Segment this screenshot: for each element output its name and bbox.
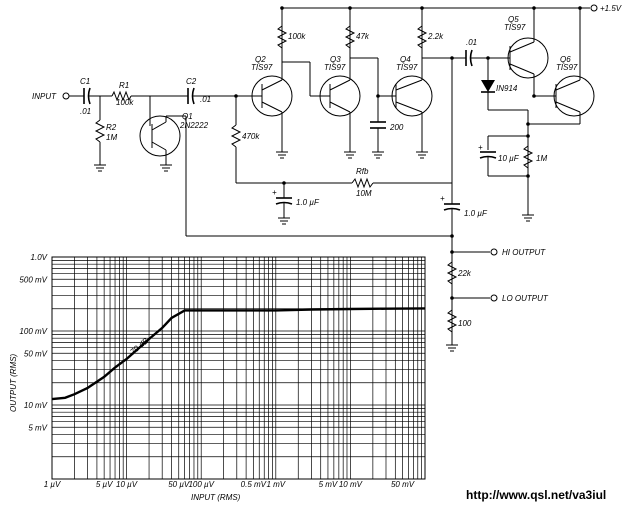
r100k-value: 100k bbox=[288, 32, 306, 41]
c200-value: 200 bbox=[389, 123, 404, 132]
r1m-resistor bbox=[522, 145, 534, 169]
x-tick-label: 5 µV bbox=[96, 480, 113, 489]
grid bbox=[51, 257, 425, 480]
r1-name: R1 bbox=[119, 81, 129, 90]
c2-name: C2 bbox=[186, 77, 197, 86]
svg-text:+: + bbox=[478, 143, 483, 152]
q6-transistor bbox=[553, 75, 595, 117]
r470k-value: 470k bbox=[242, 132, 260, 141]
q3-type: TIS97 bbox=[324, 63, 346, 72]
r1-value: 100k bbox=[116, 98, 134, 107]
input-label: INPUT bbox=[32, 92, 57, 101]
x-tick-label: 50 mV bbox=[391, 480, 415, 489]
q6-type: TIS97 bbox=[556, 63, 578, 72]
x-tick-label: 10 µV bbox=[116, 480, 138, 489]
q4-name: Q4 bbox=[400, 55, 411, 64]
q4-transistor bbox=[391, 75, 433, 117]
q5-name: Q5 bbox=[508, 15, 519, 24]
supply-label: +1.5V bbox=[600, 4, 622, 13]
c-1uf-b: 1.0 µF bbox=[464, 209, 488, 218]
q2-type: TIS97 bbox=[251, 63, 273, 72]
q6-name: Q6 bbox=[560, 55, 571, 64]
r2-resistor bbox=[94, 119, 106, 143]
c2-plate-curved bbox=[191, 87, 195, 105]
input-terminal bbox=[62, 92, 70, 100]
r22k-resistor bbox=[446, 261, 458, 285]
r22k-value: 22k bbox=[457, 269, 472, 278]
r1m-value: 1M bbox=[536, 154, 547, 163]
q2-name: Q2 bbox=[255, 55, 266, 64]
watermark-url: http://www.qsl.net/va3iul bbox=[466, 488, 607, 502]
r100k-resistor bbox=[276, 25, 288, 49]
y-axis-label: OUTPUT (RMS) bbox=[9, 353, 18, 412]
c1-name: C1 bbox=[80, 77, 90, 86]
y-tick-label: 100 mV bbox=[19, 327, 47, 336]
r470k-resistor bbox=[230, 124, 242, 148]
hi-output-label: HI OUTPUT bbox=[502, 248, 546, 257]
r100-resistor bbox=[446, 309, 458, 333]
x-tick-label: 1 µV bbox=[44, 480, 61, 489]
plot-frame bbox=[51, 256, 426, 480]
y-tick-label: 50 mV bbox=[24, 349, 48, 358]
r2-value: 1M bbox=[106, 133, 117, 142]
rfb-value: 10M bbox=[356, 189, 372, 198]
svg-text:+: + bbox=[440, 194, 445, 203]
diode-symbol bbox=[481, 80, 495, 92]
c01-value: .01 bbox=[466, 38, 477, 47]
q1-type: 2N2222 bbox=[179, 121, 209, 130]
rfb-name: Rfb bbox=[356, 167, 369, 176]
hi-output-terminal bbox=[490, 248, 498, 256]
q5-type: TIS97 bbox=[504, 23, 526, 32]
x-tick-label: 0.5 mV bbox=[241, 480, 267, 489]
q3-name: Q3 bbox=[330, 55, 341, 64]
rfb-resistor bbox=[351, 177, 374, 189]
c1-value: .01 bbox=[80, 107, 91, 116]
x-tick-label: 50 µV bbox=[168, 480, 190, 489]
series bbox=[51, 307, 426, 401]
y-tick-label: 5 mV bbox=[28, 423, 47, 432]
y-tick-labels: 1.0V 500 mV 100 mV 50 mV 10 mV 5 mV bbox=[19, 253, 47, 432]
response-curve bbox=[51, 307, 426, 401]
supply-terminal bbox=[590, 4, 598, 12]
q4-type: TIS97 bbox=[396, 63, 418, 72]
x-axis-label: INPUT (RMS) bbox=[191, 493, 241, 502]
diode-label: IN914 bbox=[496, 84, 518, 93]
y-tick-label: 10 mV bbox=[24, 401, 48, 410]
x-tick-label: 100 µV bbox=[188, 480, 214, 489]
r2-name: R2 bbox=[106, 123, 117, 132]
r1-resistor bbox=[111, 90, 132, 102]
lo-output-label: LO OUTPUT bbox=[502, 294, 549, 303]
r2k2-resistor bbox=[416, 25, 428, 49]
c2-value: .01 bbox=[200, 95, 211, 104]
schematic: +1.5V INPUT C1 .01 R1 100k R2 1M bbox=[32, 4, 622, 352]
y-tick-label: 500 mV bbox=[19, 275, 47, 284]
x-tick-label: 10 mV bbox=[339, 480, 363, 489]
lo-output-terminal bbox=[490, 294, 498, 302]
c-1uf-a: 1.0 µF bbox=[296, 198, 320, 207]
r47k-resistor bbox=[344, 25, 356, 49]
q5-transistor bbox=[507, 37, 549, 79]
c10uf-value: 10 µF bbox=[498, 154, 520, 163]
q1-transistor bbox=[139, 115, 181, 157]
x-tick-label: 5 mV bbox=[319, 480, 338, 489]
r100-value: 100 bbox=[458, 319, 472, 328]
r2k2-value: 2.2k bbox=[427, 32, 444, 41]
r47k-value: 47k bbox=[356, 32, 370, 41]
x-tick-label: 1 mV bbox=[266, 480, 285, 489]
y-tick-label: 1.0V bbox=[31, 253, 48, 262]
svg-text:+: + bbox=[272, 188, 277, 197]
q1-name: Q1 bbox=[182, 112, 193, 121]
c1-plate-curved bbox=[87, 87, 91, 105]
